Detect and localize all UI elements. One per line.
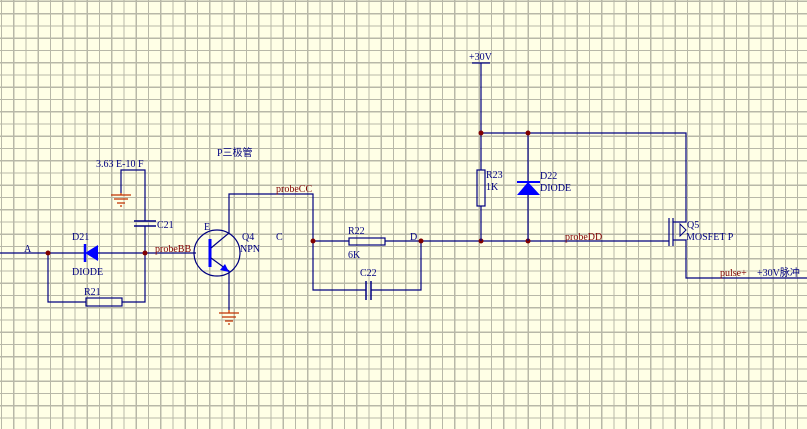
resistor-r22[interactable] [348, 237, 386, 246]
c22-ref: C22 [360, 268, 377, 279]
junction [478, 130, 484, 136]
diode-d22[interactable] [517, 181, 540, 195]
net-label-pulse: pulse+ [720, 268, 747, 279]
node-label-c: C [276, 232, 283, 243]
junction-a [45, 250, 51, 256]
node-label-a: A [24, 244, 32, 255]
emitter-label: E [204, 222, 210, 233]
mosfet-q5[interactable] [668, 218, 687, 246]
c21-value: 3.63 E-10 F [96, 159, 144, 170]
q4-type: NPN [240, 244, 260, 255]
junction-d [418, 238, 424, 244]
ground-icon [111, 193, 131, 207]
resistor-r23[interactable] [476, 169, 486, 207]
d21-ref: D21 [72, 232, 89, 243]
junction-c [310, 238, 316, 244]
q4-ref: Q4 [242, 232, 254, 243]
r23-value: 1K [486, 182, 499, 193]
pulse-power-label: +30V脉冲 [757, 266, 800, 279]
net-label-probebb: probeBB [155, 244, 191, 255]
capacitor-c21[interactable] [134, 220, 156, 227]
r22-value: 6K [348, 250, 361, 261]
transistor-q4[interactable] [193, 193, 314, 310]
transistor-title: P三极管 [217, 146, 253, 159]
r21-ref: R21 [84, 287, 101, 298]
net-label-probedd: probeDD [565, 232, 602, 243]
wires-right [472, 62, 807, 279]
diode-d21[interactable] [83, 244, 98, 262]
resistor-r21[interactable] [85, 297, 123, 307]
junction-bb [142, 250, 148, 256]
q5-ref: Q5 [687, 220, 699, 231]
ground-icon [219, 310, 239, 325]
node-label-d: D [410, 232, 417, 243]
vcc-label: +30V [469, 52, 493, 63]
junction [525, 130, 531, 136]
wires-left [0, 169, 196, 303]
capacitor-c22[interactable] [365, 281, 372, 300]
c21-ref: C21 [157, 220, 174, 231]
r23-ref: R23 [486, 170, 503, 181]
d21-type: DIODE [72, 267, 103, 278]
r22-ref: R22 [348, 226, 365, 237]
d22-type: DIODE [540, 183, 571, 194]
net-label-probecc: probeCC [276, 184, 312, 195]
d22-ref: D22 [540, 171, 557, 182]
q5-type: MOSFET P [686, 232, 734, 243]
